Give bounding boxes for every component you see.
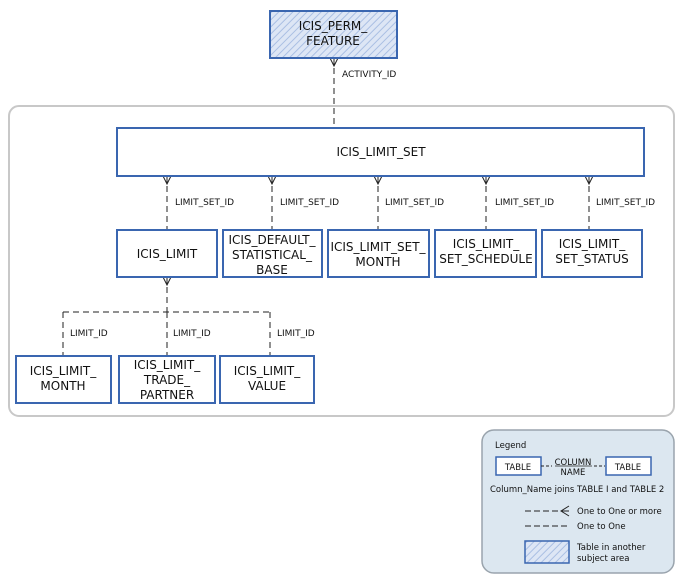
crows-foot-icon [267,175,277,186]
table-name-line: FEATURE [306,34,360,48]
table-icis-default-statistical-base[interactable]: ICIS_DEFAULT_ STATISTICAL_ BASE [222,229,323,278]
legend-table-label: TABLE [504,463,531,473]
table-name-line: SET_SCHEDULE [439,252,532,266]
table-name-line: ICIS_LIMIT_SET [336,145,426,159]
crows-foot-icon [329,57,339,68]
crows-foot-icon [481,175,491,186]
legend-panel: Legend TABLE COLUMN NAME TABLE Column_Na… [481,429,675,574]
table-icis-limit-set-status[interactable]: ICIS_LIMIT_ SET_STATUS [541,229,643,278]
legend-other-area-text: subject area [577,554,629,564]
table-name-line: VALUE [248,379,286,393]
table-icis-limit-set-schedule[interactable]: ICIS_LIMIT_ SET_SCHEDULE [434,229,537,278]
table-icis-limit-set-month[interactable]: ICIS_LIMIT_SET_ MONTH [327,229,430,278]
legend-other-area-text: Table in another [576,543,646,553]
legend-column-name: NAME [561,468,586,478]
table-name-line: TRADE_ [143,373,191,387]
table-icis-limit-value[interactable]: ICIS_LIMIT_ VALUE [219,355,315,404]
table-icis-perm-feature[interactable]: ICIS_PERM_ FEATURE [269,10,398,59]
legend-title: Legend [495,441,526,451]
table-name-line: ICIS_LIMIT_ [134,358,202,372]
crows-foot-icon [584,175,594,186]
table-name-line: ICIS_LIMIT_ [234,364,302,378]
table-name-line: ICIS_DEFAULT_ [228,233,316,247]
table-icis-limit[interactable]: ICIS_LIMIT [116,229,218,278]
table-icis-limit-set[interactable]: ICIS_LIMIT_SET [116,127,645,177]
table-name-line: STATISTICAL_ [232,248,313,262]
legend-one-to-one: One to One [577,522,626,532]
relationship-label-limit-set-id: LIMIT_SET_ID [596,198,655,208]
table-icis-limit-trade-partner[interactable]: ICIS_LIMIT_ TRADE_ PARTNER [118,355,216,404]
table-name-line: ICIS_LIMIT_ [559,237,627,251]
table-name-line: ICIS_LIMIT_SET_ [330,240,426,254]
legend-one-to-many: One to One or more [577,507,662,517]
table-name-line: ICIS_LIMIT_ [453,237,521,251]
legend-other-area-box [524,540,570,564]
crows-foot-icon [560,505,570,517]
relationship-label-limit-set-id: LIMIT_SET_ID [175,198,234,208]
relationship-label-limit-id: LIMIT_ID [173,329,211,339]
relationship-label-limit-set-id: LIMIT_SET_ID [280,198,339,208]
table-name-line: SET_STATUS [555,252,629,266]
crows-foot-icon [373,175,383,186]
relationship-label-limit-set-id: LIMIT_SET_ID [495,198,554,208]
crows-foot-icon [162,276,172,287]
legend-table-box [605,456,652,476]
relationship-label-limit-id: LIMIT_ID [277,329,315,339]
table-name-line: BASE [256,263,288,277]
table-name-line: ICIS_LIMIT [137,247,198,261]
legend-column-name: COLUMN [555,458,592,468]
table-name-line: MONTH [40,379,85,393]
table-name-line: ICIS_PERM_ [299,19,369,33]
crows-foot-icon [162,175,172,186]
legend-joins-text: Column_Name joins TABLE I and TABLE 2 [490,485,664,495]
relationship-label-limit-set-id: LIMIT_SET_ID [385,198,444,208]
table-name-line: PARTNER [140,388,194,402]
relationship-label-activity-id: ACTIVITY_ID [342,70,396,80]
table-name-line: MONTH [355,255,400,269]
subject-area-boundary [8,105,675,417]
legend-table-label: TABLE [614,463,641,473]
table-name-line: ICIS_LIMIT_ [30,364,98,378]
relationship-label-limit-id: LIMIT_ID [70,329,108,339]
table-icis-limit-month[interactable]: ICIS_LIMIT_ MONTH [15,355,112,404]
